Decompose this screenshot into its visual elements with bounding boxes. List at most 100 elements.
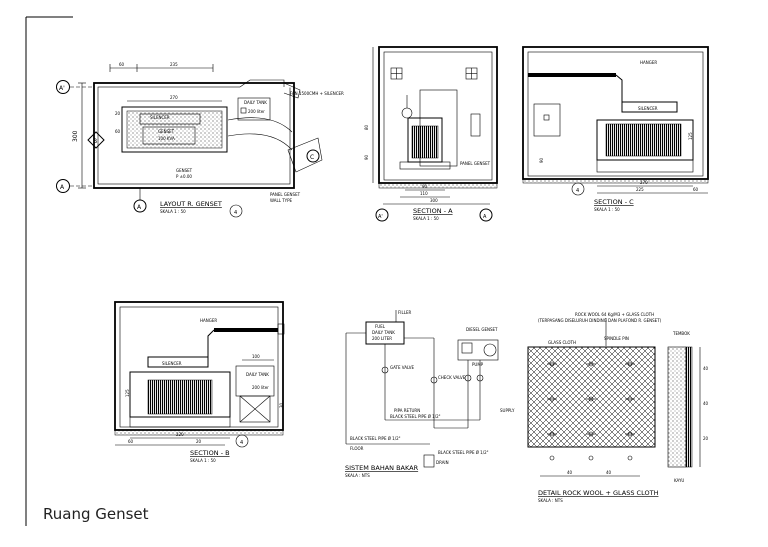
svg-text:A: A — [483, 214, 487, 220]
svg-text:PIPA RETURN: PIPA RETURN — [394, 408, 420, 413]
svg-text:4: 4 — [240, 440, 243, 446]
section-a-title: SECTION - A — [413, 207, 453, 215]
section-c-wall — [522, 46, 709, 180]
svg-text:SKALA 1 : 50: SKALA 1 : 50 — [413, 216, 439, 221]
svg-text:ROCK WOOL 64 Kg/M3 + GLASS CLO: ROCK WOOL 64 Kg/M3 + GLASS CLOTH — [575, 312, 654, 317]
svg-text:200 liter: 200 liter — [248, 109, 265, 114]
svg-text:FUEL: FUEL — [375, 324, 386, 329]
svg-text:WALL TYPE: WALL TYPE — [270, 198, 293, 203]
section-c-duct — [528, 73, 616, 77]
svg-text:TEMBOK: TEMBOK — [672, 331, 690, 336]
svg-text:20: 20 — [196, 439, 202, 444]
svg-text:200 liter: 200 liter — [252, 385, 269, 390]
svg-text:PANEL GENSET: PANEL GENSET — [270, 192, 301, 197]
genset-base — [121, 106, 228, 153]
svg-text:P ±0.00: P ±0.00 — [176, 174, 192, 179]
rockwool-title: DETAIL ROCK WOOL + GLASS CLOTH — [538, 489, 659, 497]
svg-text:FAN 1500CMH + SILENCER: FAN 1500CMH + SILENCER — [290, 91, 344, 96]
svg-text:270: 270 — [170, 95, 178, 100]
svg-text:100: 100 — [252, 354, 260, 359]
section-b: HANGER SILENCER DAILY TANK 200 liter 100… — [114, 301, 285, 463]
svg-text:SKALA : NTS: SKALA : NTS — [345, 473, 370, 478]
svg-text:40: 40 — [703, 401, 709, 406]
svg-text:4: 4 — [576, 188, 579, 194]
section-b-silencer — [147, 356, 209, 368]
section-c: HANGER SILENCER 125 90 270 225 60 4 SECT… — [522, 46, 709, 212]
svg-text:80: 80 — [364, 124, 369, 130]
layout-title: LAYOUT R. GENSET — [160, 200, 222, 208]
svg-text:60: 60 — [128, 439, 134, 444]
svg-text:A: A — [137, 204, 142, 211]
svg-text:DAILY TANK: DAILY TANK — [372, 330, 395, 335]
fuel-system: FUEL DAILY TANK 200 LITER FILLER GATE VA… — [345, 310, 515, 478]
svg-text:DAILY TANK: DAILY TANK — [244, 100, 267, 105]
svg-text:40: 40 — [703, 366, 709, 371]
svg-text:GENSET: GENSET — [176, 168, 193, 173]
svg-text:SKALA 1 : 50: SKALA 1 : 50 — [190, 458, 216, 463]
svg-text:B: B — [93, 138, 97, 145]
svg-text:90: 90 — [539, 157, 544, 163]
fan-duct — [239, 79, 285, 88]
svg-text:GENSET: GENSET — [158, 129, 175, 134]
section-b-daily-tank — [235, 365, 275, 397]
layout-daily-tank — [237, 97, 271, 121]
fuel-title: SISTEM BAHAN BAKAR — [345, 464, 419, 472]
svg-text:A: A — [60, 184, 65, 191]
fuel-drain — [423, 454, 435, 468]
spindle-pins — [547, 361, 635, 437]
svg-text:SKALA 1 : 50: SKALA 1 : 50 — [594, 207, 620, 212]
svg-text:30: 30 — [279, 402, 284, 408]
svg-text:SILENCER: SILENCER — [638, 106, 658, 111]
svg-text:A': A' — [59, 85, 65, 92]
svg-text:HANGER: HANGER — [640, 60, 657, 65]
svg-text:SILENCER: SILENCER — [162, 361, 182, 366]
layout-panel — [287, 137, 323, 173]
svg-text:90: 90 — [364, 154, 369, 160]
section-a: PANEL GENSET 80 90 90 110 300 A' A SECTI… — [364, 46, 498, 222]
svg-text:90: 90 — [422, 184, 428, 189]
svg-text:100 KVA: 100 KVA — [158, 136, 175, 141]
layout-genset — [142, 126, 196, 145]
svg-text:110: 110 — [420, 191, 428, 196]
layout-plan: C 60 235 270 20 60 300 A' A B A SILENCER… — [56, 62, 344, 218]
axis-a-top — [56, 80, 70, 94]
section-b-duct — [214, 328, 278, 332]
svg-text:FLOOR: FLOOR — [350, 446, 364, 451]
rockwool-detail: ROCK WOOL 64 Kg/M3 + GLASS CLOTH (TERPAS… — [527, 312, 709, 503]
svg-text:300: 300 — [430, 198, 438, 203]
axis-a — [56, 179, 70, 193]
svg-text:GLASS CLOTH: GLASS CLOTH — [548, 340, 576, 345]
svg-text:SKALA 1 : 50: SKALA 1 : 50 — [160, 209, 186, 214]
svg-text:125: 125 — [688, 132, 693, 140]
door-swing — [227, 117, 293, 133]
cut-mark-b — [87, 131, 105, 149]
svg-text:270: 270 — [640, 180, 648, 185]
svg-text:CHECK VALVE: CHECK VALVE — [438, 375, 466, 380]
layout-sheet-ref — [229, 204, 243, 218]
svg-text:DIESEL GENSET: DIESEL GENSET — [466, 327, 498, 332]
svg-text:60: 60 — [693, 187, 699, 192]
fuel-diesel-genset — [457, 339, 499, 361]
svg-text:GATE VALVE: GATE VALVE — [390, 365, 415, 370]
svg-text:4: 4 — [234, 210, 237, 216]
svg-text:40: 40 — [567, 470, 573, 475]
sheet-frame — [25, 16, 73, 526]
svg-text:220: 220 — [176, 432, 184, 437]
cut-mark-c — [306, 149, 320, 163]
svg-text:(TERPASANG DISELURUH DINDING D: (TERPASANG DISELURUH DINDING DAN PLAFOND… — [538, 318, 662, 323]
svg-text:60: 60 — [119, 62, 125, 67]
layout-room-wall — [93, 82, 295, 189]
svg-text:SUPPLY: SUPPLY — [500, 408, 515, 413]
svg-text:20: 20 — [703, 436, 709, 441]
wall-section — [667, 346, 687, 468]
sheet-title: Ruang Genset — [43, 505, 149, 523]
svg-text:20: 20 — [115, 111, 121, 116]
svg-text:C: C — [310, 154, 314, 161]
svg-text:A': A' — [378, 214, 383, 220]
svg-text:60: 60 — [115, 129, 121, 134]
layout-silencer — [139, 113, 201, 125]
svg-text:DAILY TANK: DAILY TANK — [246, 372, 269, 377]
svg-text:PANEL GENSET: PANEL GENSET — [460, 161, 491, 166]
